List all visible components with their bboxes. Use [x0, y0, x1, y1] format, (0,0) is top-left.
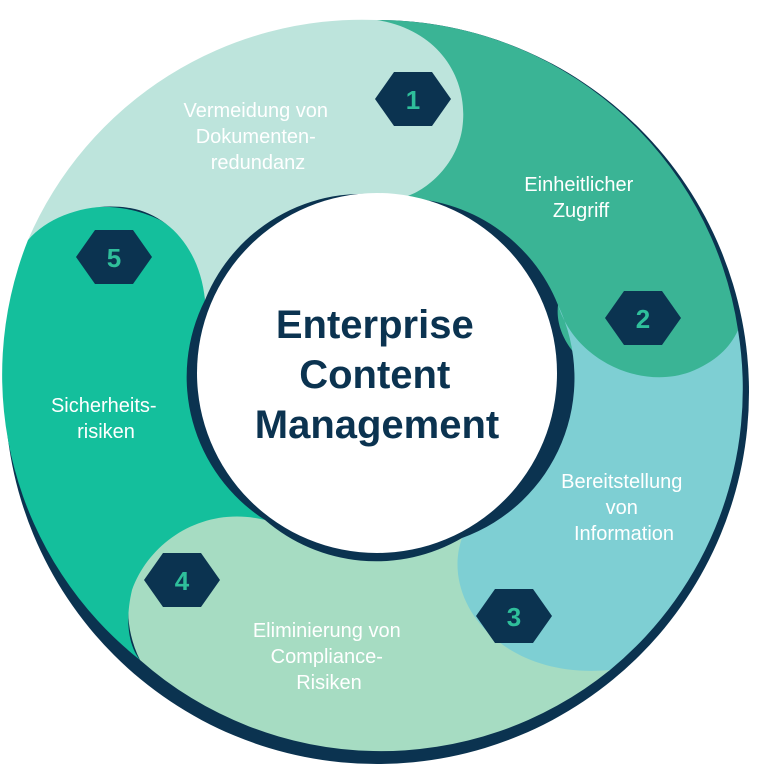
hex-badge-3: 3 — [476, 589, 552, 643]
segment-5-shape — [2, 206, 266, 660]
segment-3-label: Bereitstellung von Information — [561, 471, 687, 545]
center-title-line-2: Content — [299, 353, 450, 397]
hex-badge-2: 2 — [605, 291, 681, 345]
segment-1-shape — [28, 19, 464, 301]
badge-number-3: 3 — [507, 602, 521, 632]
segment-4-label: Eliminierung von Compliance- Risiken — [253, 620, 405, 694]
segment-5-label: Sicherheits- risiken — [51, 395, 161, 443]
hex-badge-1: 1 — [375, 72, 451, 126]
segment-4-shape — [128, 511, 611, 752]
hexagon-icon — [76, 230, 152, 284]
hexagon-icon — [144, 553, 220, 607]
badge-number-4: 4 — [175, 566, 190, 596]
hexagon-icon — [375, 72, 451, 126]
center-title: Enterprise Content Management — [255, 303, 500, 447]
badge-number-5: 5 — [107, 243, 121, 273]
hex-badge-4: 4 — [144, 553, 220, 607]
center-circle — [197, 193, 557, 553]
hex-badge-5: 5 — [76, 230, 152, 284]
hexagon-icon — [605, 291, 681, 345]
center-title-line-3: Management — [255, 403, 500, 447]
segment-2-label: Einheitlicher Zugriff — [524, 174, 637, 222]
center-title-line-1: Enterprise — [276, 303, 474, 347]
segment-1-label: Vermeidung von Dokumenten- redundanz — [184, 100, 333, 174]
hexagon-icon — [476, 589, 552, 643]
badge-number-1: 1 — [406, 85, 420, 115]
badge-number-2: 2 — [636, 304, 650, 334]
